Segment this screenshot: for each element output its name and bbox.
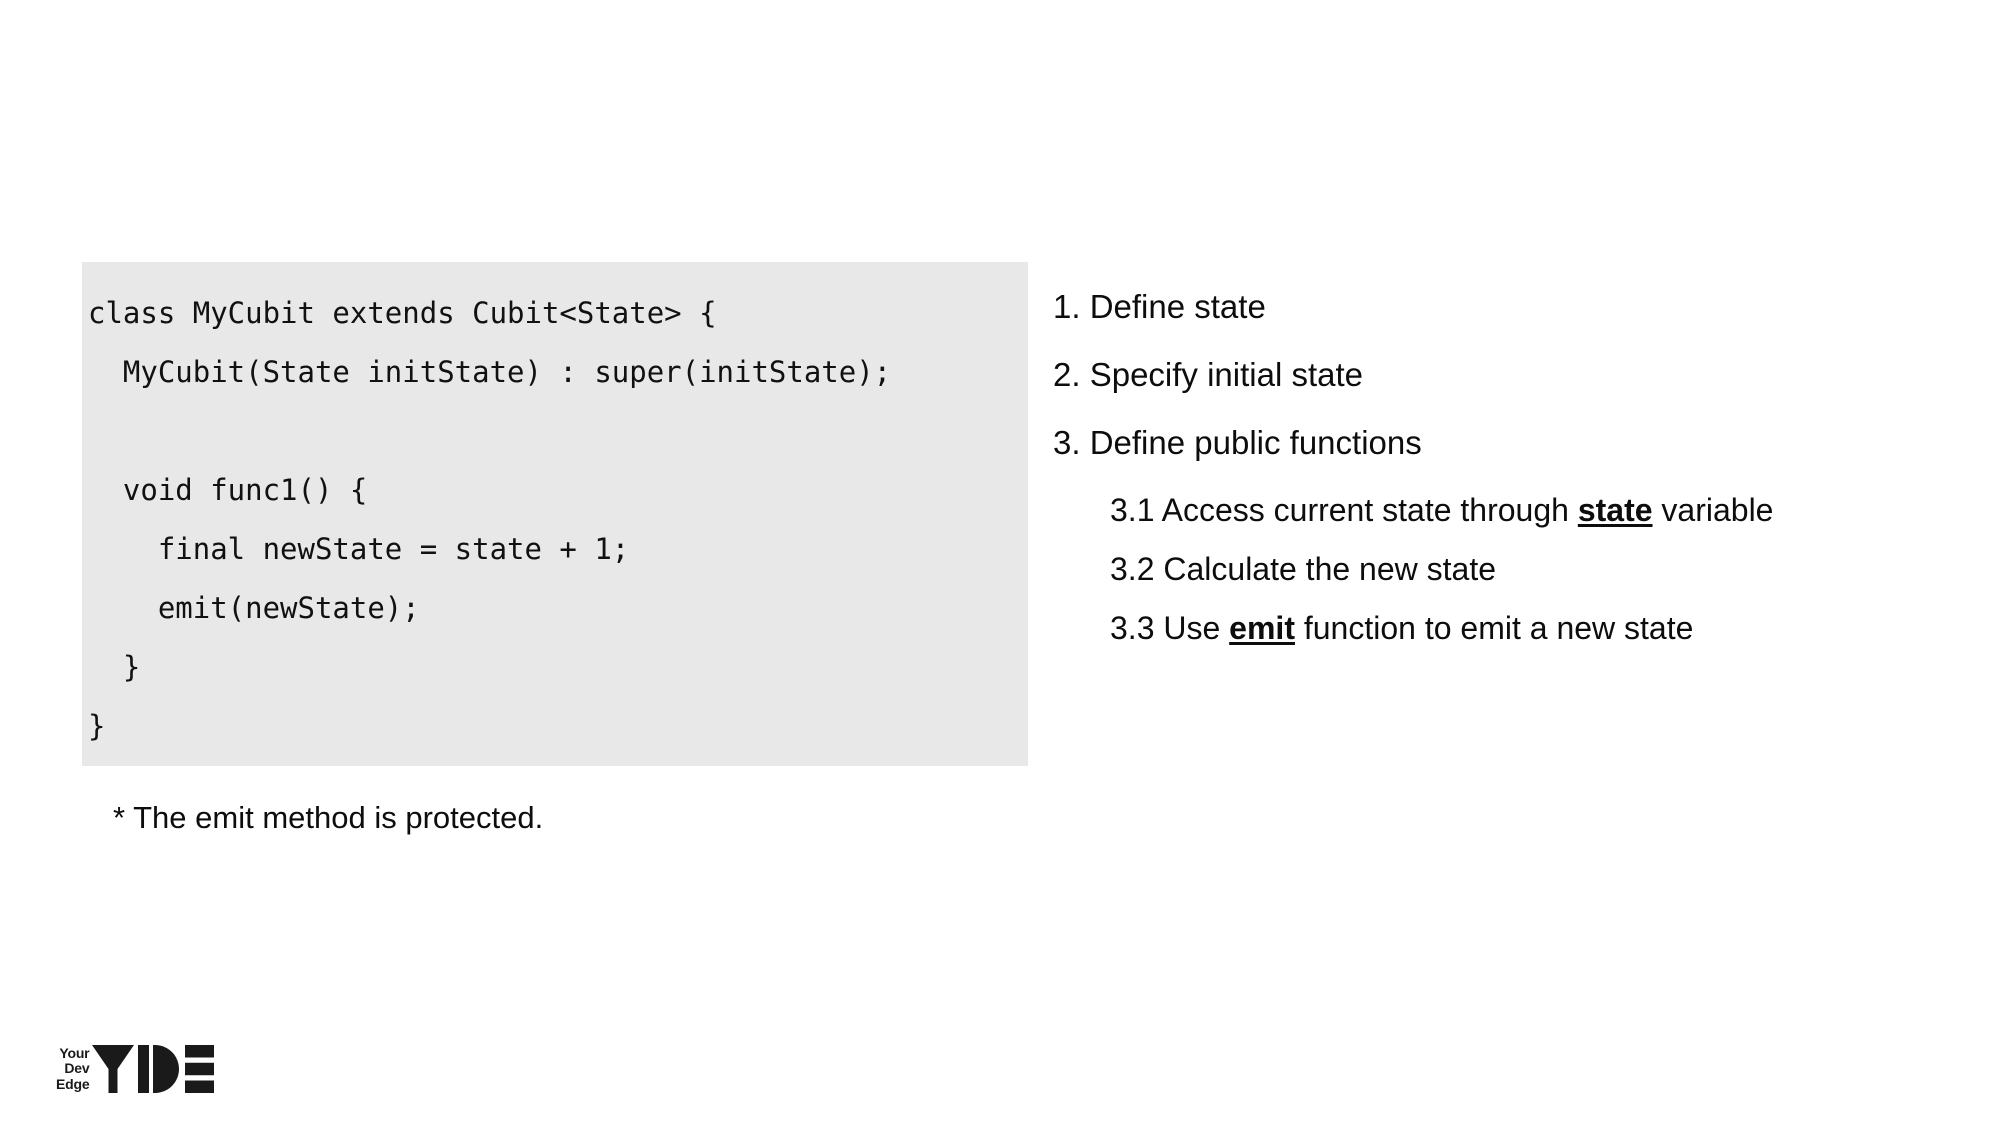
logo-line-3: Edge	[56, 1075, 90, 1092]
step-number: 3.2	[1110, 551, 1164, 587]
steps-list: 1. Define state 2. Specify initial state…	[1053, 286, 1933, 667]
step-label: Define state	[1089, 288, 1266, 325]
list-item: 3.3 Use emit function to emit a new stat…	[1110, 608, 1933, 649]
list-item: 2. Specify initial state	[1053, 354, 1933, 395]
code-snippet: class MyCubit extends Cubit<State> { MyC…	[82, 284, 1028, 756]
state-keyword: state	[1577, 492, 1653, 528]
step-number: 1.	[1053, 288, 1090, 325]
logo-wordtext: Your Dev Edge	[56, 1044, 90, 1093]
code-line: final newState = state + 1;	[88, 532, 630, 566]
yde-monogram-icon	[92, 1045, 215, 1093]
step-label: Specify initial state	[1089, 356, 1364, 393]
brand-logo: Your Dev Edge	[56, 1044, 226, 1094]
step-number: 3.3	[1110, 610, 1164, 646]
step-label-post: variable	[1652, 492, 1774, 528]
step-label-pre: Access current state through	[1161, 492, 1578, 528]
logo-line-1: Your	[59, 1044, 90, 1061]
step-number: 3.	[1053, 424, 1090, 461]
list-item: 3. Define public functions	[1053, 422, 1933, 463]
code-line	[82, 402, 1028, 461]
footnote-text: * The emit method is protected.	[113, 800, 544, 835]
list-item: 3.2 Calculate the new state	[1110, 549, 1933, 590]
code-line: }	[88, 650, 141, 684]
step-number: 3.1	[1110, 492, 1162, 528]
code-line: }	[88, 709, 106, 743]
emit-keyword: emit	[1229, 610, 1295, 646]
step-label-post: function to emit a new state	[1294, 610, 1694, 646]
step-label: Calculate the new state	[1163, 551, 1497, 587]
list-item: 1. Define state	[1053, 286, 1933, 327]
code-line: void func1() {	[88, 473, 368, 507]
list-item: 3.1 Access current state through state v…	[1110, 490, 1933, 531]
code-line: MyCubit(State initState) : super(initSta…	[88, 355, 892, 389]
step-number: 2.	[1053, 356, 1090, 393]
code-line: class MyCubit extends Cubit<State> {	[88, 296, 717, 330]
code-block-card: class MyCubit extends Cubit<State> { MyC…	[82, 262, 1028, 766]
code-line: emit(newState);	[88, 591, 420, 625]
step-label-pre: Use	[1163, 610, 1230, 646]
step-label: Define public functions	[1089, 424, 1422, 461]
logo-line-2: Dev	[64, 1060, 90, 1077]
